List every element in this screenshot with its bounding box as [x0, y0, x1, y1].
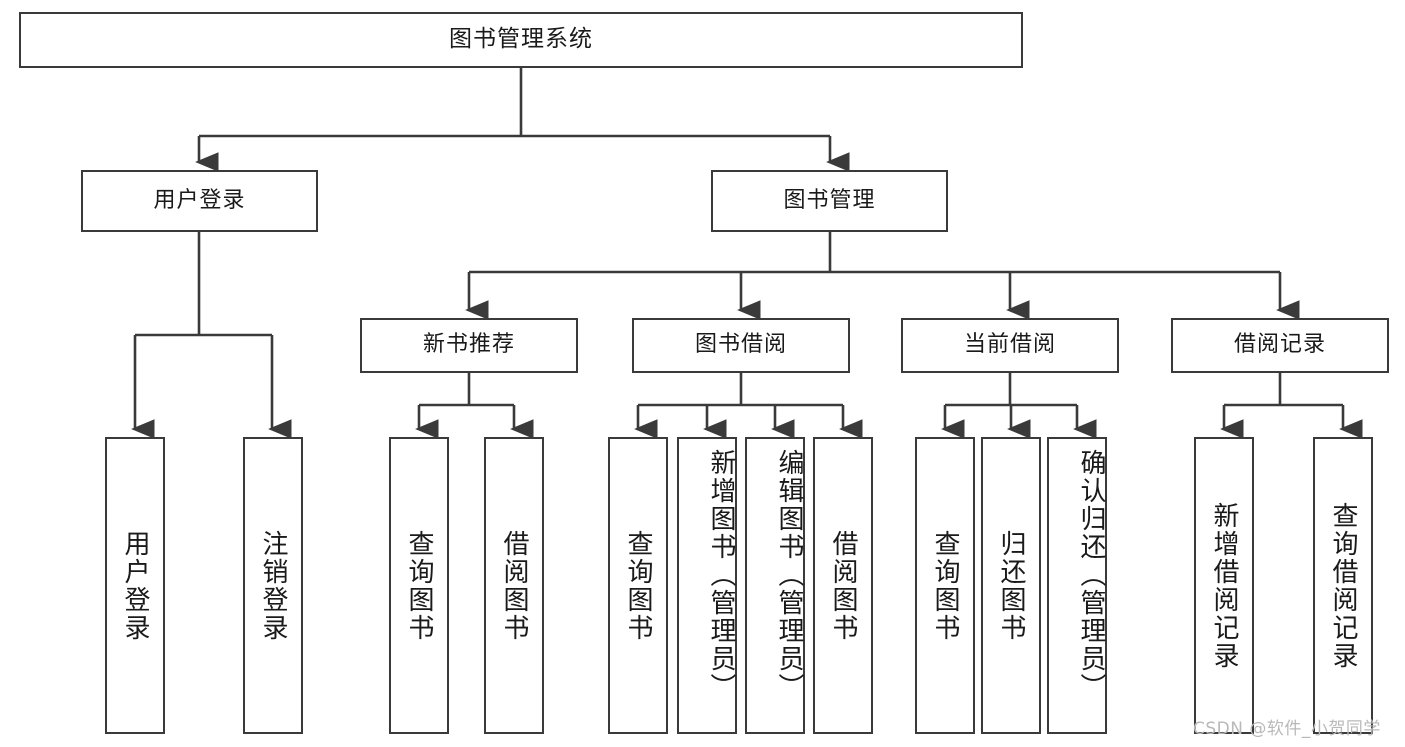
leaf-borrow-book[interactable]: 借阅图书: [813, 437, 873, 734]
leaf-borrow-book-recommend[interactable]: 借阅图书: [484, 437, 544, 734]
leaf-confirm-return-admin[interactable]: 确认归还（管理员）: [1047, 437, 1107, 734]
csdn-watermark: CSDN @软件_小贺同学: [1193, 719, 1381, 739]
node-new-book-recommend[interactable]: 新书推荐: [360, 318, 578, 373]
leaf-user-login[interactable]: 用户登录: [105, 437, 165, 734]
leaf-add-borrow-record[interactable]: 新增借阅记录: [1194, 437, 1254, 734]
leaf-user-logout[interactable]: 注销登录: [243, 437, 303, 734]
leaf-return-book[interactable]: 归还图书: [981, 437, 1041, 734]
leaf-query-book-borrow[interactable]: 查询图书: [608, 437, 668, 734]
node-book-management[interactable]: 图书管理: [711, 170, 948, 232]
leaf-query-borrow-record[interactable]: 查询借阅记录: [1313, 437, 1373, 734]
node-user-login[interactable]: 用户登录: [81, 170, 318, 232]
leaf-query-book-recommend[interactable]: 查询图书: [389, 437, 449, 734]
node-root[interactable]: 图书管理系统: [19, 12, 1023, 68]
leaf-query-book-current[interactable]: 查询图书: [915, 437, 975, 734]
node-book-borrow[interactable]: 图书借阅: [632, 318, 850, 373]
node-current-borrow[interactable]: 当前借阅: [901, 318, 1119, 373]
leaf-edit-book-admin[interactable]: 编辑图书（管理员）: [745, 437, 805, 734]
node-borrow-record[interactable]: 借阅记录: [1171, 318, 1389, 373]
leaf-add-book-admin[interactable]: 新增图书（管理员）: [677, 437, 737, 734]
